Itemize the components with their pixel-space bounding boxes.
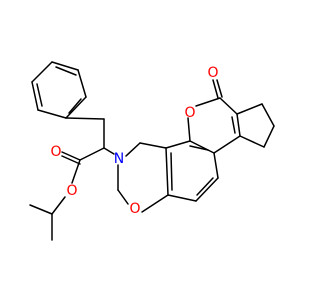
lactone-ring [187,79,241,154]
alpha-to-nitrogen-bond [103,147,115,155]
oxazine-oxygen-label: O [129,201,140,217]
atom-labels: O O N O O O [50,65,218,217]
structure-canvas: O O N O O O [0,0,300,300]
alpha-to-carbonyl-bond [79,147,105,161]
phenyl-ring [31,61,87,119]
cyclopentane-ring [236,103,275,148]
oxazine-ring [117,142,169,213]
ester-carbonyl-double-bond [61,151,81,161]
ester-o-isopropyl-bond [51,196,66,215]
lactone-ring-oxygen-label: O [184,105,195,121]
central-benzene-ring [165,140,219,202]
benzyl-ch2-bond [65,117,105,120]
background [0,0,300,300]
ester-carbonyl-oxygen-label: O [50,144,61,160]
bonds [29,61,275,241]
ester-ether-oxygen-label: O [66,183,77,199]
ring-nitrogen-label: N [114,151,124,167]
molecule-structure: O O N O O O [0,0,300,300]
lactone-carbonyl-oxygen-label: O [207,65,218,81]
ester-single-bond [71,159,81,184]
